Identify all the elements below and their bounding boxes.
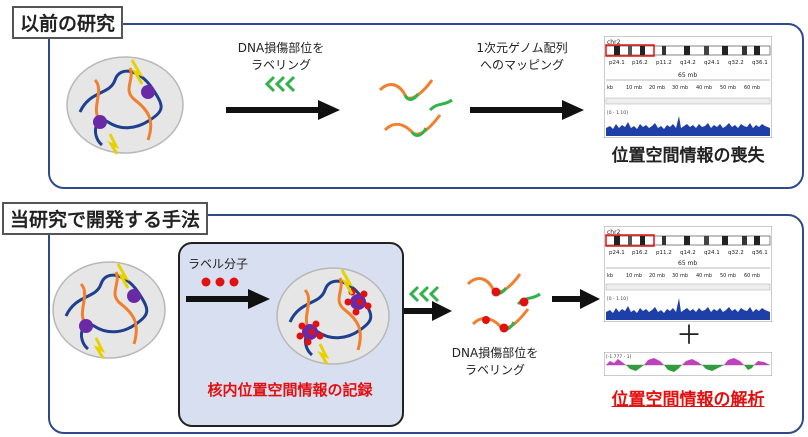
- band-label: q24.1: [704, 250, 720, 256]
- scale-label: 65 mb: [678, 72, 697, 79]
- tick-label: 30 mb: [672, 85, 688, 91]
- tick-label: 60 mb: [744, 273, 760, 279]
- tick-label: 60 mb: [744, 85, 760, 91]
- arrow-icon-3: [186, 289, 270, 309]
- tick-label: kb: [607, 273, 613, 279]
- tick-label: 30 mb: [672, 273, 688, 279]
- labeled-dna-fragments-2: [466, 273, 541, 333]
- tick-label: 20 mb: [649, 273, 665, 279]
- tick-label: 10 mb: [626, 85, 642, 91]
- label-molecule-dots: [201, 277, 239, 287]
- label-chevrons-icon-top: [264, 75, 296, 93]
- band-label: q36.1: [752, 250, 768, 256]
- label-molecule-text: ラベル分子: [188, 257, 249, 271]
- nucleus-illustration-labeled: [276, 267, 390, 365]
- track-range: [0 - 1.10]: [607, 296, 628, 302]
- band-label: q24.1: [704, 60, 720, 66]
- tick-label: 40 mb: [696, 85, 712, 91]
- genome-browser-view-2: chr2 p24.1 p16.2 p11.2 q14.2 q24.1 q32.2…: [604, 226, 772, 322]
- tick-label: 50 mb: [720, 273, 736, 279]
- chromosome-name: chr2: [607, 39, 621, 46]
- arrow-icon-2: [470, 100, 584, 120]
- nucleus-illustration-1: [66, 56, 184, 155]
- genome-browser-view-1: chr2 p24.1 p16.2 p11.2 q14.2 q24.1 q32.2…: [604, 36, 772, 138]
- label-genome-mapping-line1: 1次元ゲノム配列: [476, 41, 568, 55]
- band-label: p11.2: [656, 60, 672, 66]
- tick-label: 40 mb: [696, 273, 712, 279]
- chromosome-name: chr2: [607, 229, 621, 236]
- loss-of-spatial-info: 位置空間情報の喪失: [611, 146, 765, 166]
- band-label: p24.1: [609, 250, 625, 256]
- tick-label: 10 mb: [626, 273, 642, 279]
- tick-label: 50 mb: [720, 85, 736, 91]
- track2-range: [-1.777 - 1]: [606, 354, 632, 360]
- band-label: q32.2: [728, 60, 744, 66]
- band-label: p16.2: [632, 250, 648, 256]
- band-label: q32.2: [728, 250, 744, 256]
- label-dna-damage-top-line2: ラベリング: [250, 58, 311, 72]
- band-label: q14.2: [680, 60, 696, 66]
- tick-label: 20 mb: [649, 85, 665, 91]
- label-dna-damage-bottom-line2: ラベリング: [464, 363, 525, 377]
- band-label: p16.2: [632, 60, 648, 66]
- label-dna-damage-top-line1: DNA損傷部位を: [237, 41, 325, 55]
- label-dna-damage-bottom-line1: DNA損傷部位を: [451, 346, 539, 360]
- band-label: p11.2: [656, 250, 672, 256]
- track-range: [0 - 1.10]: [607, 110, 628, 116]
- scale-label: 65 mb: [678, 260, 697, 267]
- labeled-dna-fragments-1: [378, 79, 453, 137]
- previous-research-tag: 以前の研究: [12, 6, 124, 39]
- label-chevrons-icon-bottom: [408, 285, 440, 303]
- label-genome-mapping-line2: へのマッピング: [479, 58, 564, 72]
- band-label: q14.2: [680, 250, 696, 256]
- tick-label: kb: [607, 85, 613, 91]
- arrow-icon-4: [404, 301, 452, 321]
- spatial-analysis: 位置空間情報の解析: [611, 390, 765, 410]
- nuclear-spatial-record: 核内位置空間情報の記録: [207, 381, 373, 399]
- band-label: q36.1: [752, 60, 768, 66]
- arrow-icon-5: [552, 289, 600, 309]
- band-label: p24.1: [609, 60, 625, 66]
- nucleus-illustration-2: [52, 261, 166, 359]
- arrow-icon-1: [226, 100, 340, 120]
- spatial-signal-track: [-1.777 - 1]: [604, 352, 772, 376]
- current-method-tag: 当研究で開発する手法: [2, 202, 209, 235]
- plus-sign: ＋: [676, 321, 703, 351]
